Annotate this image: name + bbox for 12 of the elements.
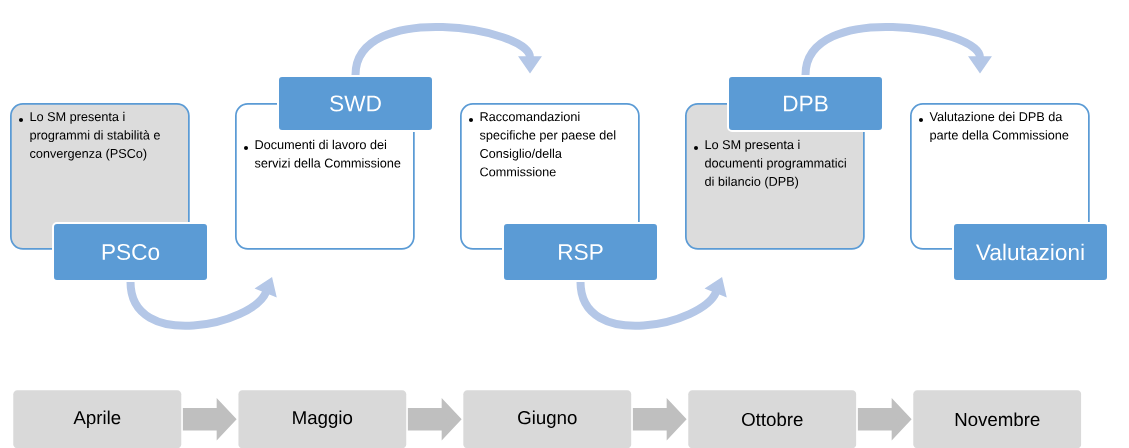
stage-label-box: PSCo — [52, 222, 209, 282]
stage-label-box: Valutazioni — [952, 222, 1109, 282]
stage-label-box: RSP — [502, 222, 659, 282]
month-box: Maggio — [238, 390, 407, 448]
month-box: Ottobre — [688, 390, 857, 448]
curved-arrow — [351, 23, 542, 76]
month-box: Aprile — [13, 390, 182, 448]
month-box: Novembre — [913, 390, 1082, 448]
curved-arrow — [801, 23, 992, 76]
month-box: Giugno — [463, 390, 632, 448]
stage-label-box: SWD — [277, 75, 434, 132]
stage-label-box: DPB — [727, 75, 884, 132]
